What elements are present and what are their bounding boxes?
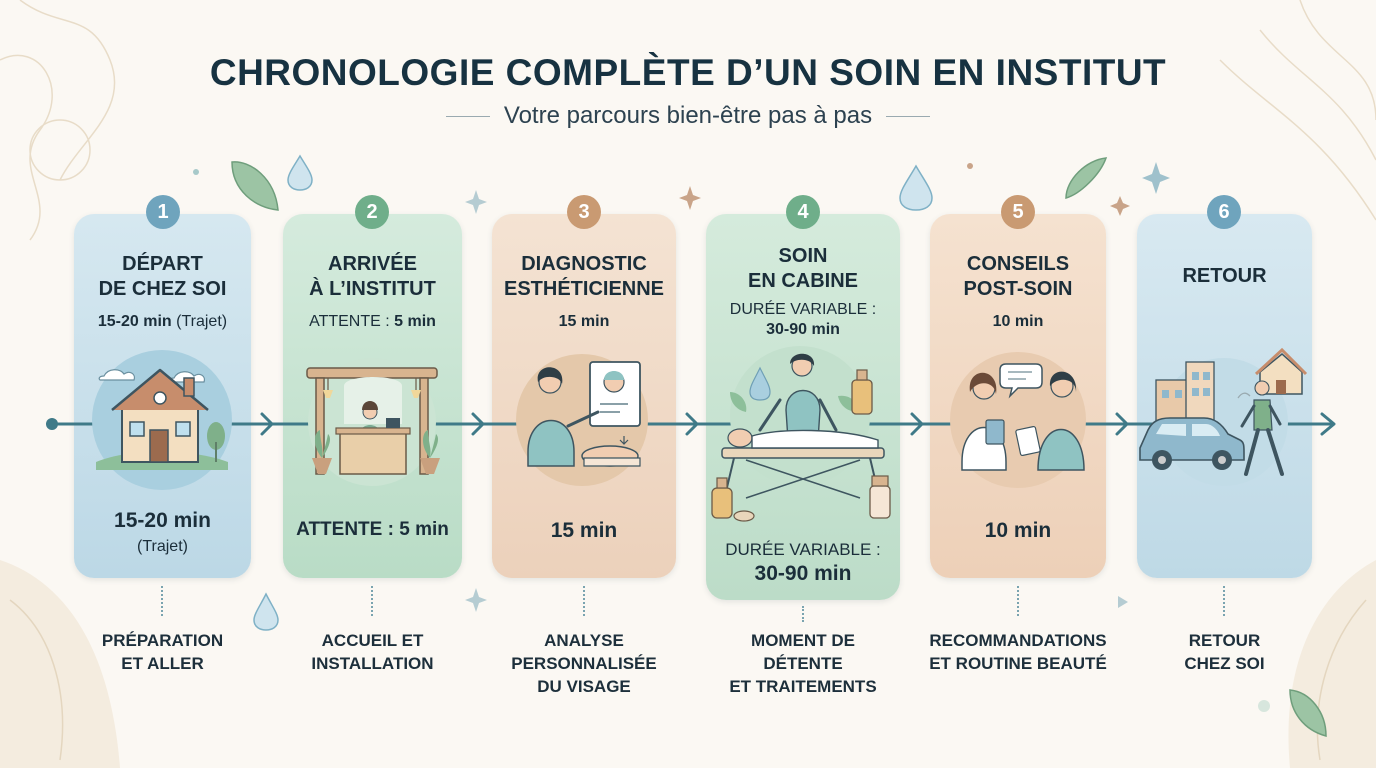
step-4-title: SOIN EN CABINE [706,244,900,294]
reception-desk-icon [306,358,440,486]
step-2-caption: ACCUEIL ET INSTALLATION [273,629,472,675]
step-6-caption-line-2: CHEZ SOI [1184,654,1265,673]
step-2-title-line-2: À L’INSTITUT [309,278,436,300]
step-2-sub-b: 5 min [394,313,436,330]
step-2-duration: ATTENTE : 5 min [283,517,462,543]
step-3-duration-big: 15 min [550,519,618,542]
step-2-duration-b: 5 min [399,519,449,540]
massage-table-icon [711,346,891,522]
step-4-sub-a: DURÉE VARIABLE : [729,301,877,318]
step-6-title: RETOUR [1137,264,1312,289]
step-6-caption: RETOUR CHEZ SOI [1127,629,1322,675]
step-1-duration-big: 15-20 min [114,509,211,532]
step-1-caption: PRÉPARATION ET ALLER [64,629,261,675]
step-5-title: CONSEILS POST-SOIN [930,252,1106,302]
timeline-arrow-5 [1115,412,1129,436]
step-2-sub: ATTENTE : 5 min [283,312,462,332]
step-5-sub-a: 10 min [992,313,1044,330]
step-5-duration-big: 10 min [984,519,1052,542]
step-badge-3: 3 [567,195,601,229]
step-1-caption-line-1: PRÉPARATION [101,631,224,650]
step-4-title-line-2: EN CABINE [747,270,858,292]
timeline-arrow-2 [471,412,485,436]
step-3-title-line-2: ESTHÉTICIENNE [503,278,665,300]
step-5-sub: 10 min [930,312,1106,332]
step-2-sub-a: ATTENTE : [309,313,390,330]
step-2-caption-line-1: ACCUEIL ET [321,631,424,650]
step-3-caption-line-1: ANALYSE [544,631,624,650]
subtitle-rule-right [886,116,931,118]
step-3-caption-line-2: PERSONNALISÉE [511,654,657,673]
step-5-caption-line-1: RECOMMANDATIONS [929,631,1107,650]
timeline-arrow-3 [685,412,699,436]
step-5-caption: RECOMMANDATIONS ET ROUTINE BEAUTÉ [912,629,1124,675]
step-1-title-line-2: DE CHEZ SOI [98,278,227,300]
step-6-caption-line-1: RETOUR [1188,631,1261,650]
step-3-title-line-1: DIAGNOSTIC [521,253,647,275]
connector-2 [371,586,373,616]
step-3-caption: ANALYSE PERSONNALISÉE DU VISAGE [484,629,684,698]
connector-5 [1017,586,1019,616]
step-5-title-line-2: POST-SOIN [963,278,1073,300]
step-4-caption-line-1: MOMENT DE [751,631,855,650]
timeline-arrow-4 [910,412,924,436]
step-1-sub-b: (Trajet) [176,313,228,330]
connector-4 [802,606,804,622]
step-3-title: DIAGNOSTIC ESTHÉTICIENNE [492,252,676,302]
timeline-start-dot [46,418,58,430]
step-5-caption-line-2: ET ROUTINE BEAUTÉ [929,654,1107,673]
timeline-arrow-1 [260,412,274,436]
step-4-title-line-1: SOIN [778,245,828,267]
page-title: CHRONOLOGIE COMPLÈTE D’UN SOIN EN INSTIT… [209,52,1167,93]
step-3-sub: 15 min [492,312,676,332]
step-1-sub: 15-20 min (Trajet) [74,312,251,332]
step-4-caption: MOMENT DE DÉTENTE ET TRAITEMENTS [700,629,906,698]
step-4-sub-b: 30-90 min [766,321,840,338]
step-badge-1: 1 [146,195,180,229]
step-4-sub: DURÉE VARIABLE : 30-90 min [706,300,900,340]
step-5-title-line-1: CONSEILS [966,253,1070,275]
step-2-duration-a: ATTENTE : [296,519,394,540]
step-2-title: ARRIVÉE À L’INSTITUT [283,252,462,302]
subtitle-text: Votre parcours bien-être pas à pas [503,102,873,129]
car-walk-home-icon [1139,347,1308,486]
step-4-caption-line-2: DÉTENTE [763,654,843,673]
timeline-arrow-end [1320,412,1336,436]
step-1-title-line-1: DÉPART [122,253,203,275]
step-4-duration-big: 30-90 min [754,562,852,585]
step-3-caption-line-3: DU VISAGE [537,677,631,696]
step-1-caption-line-2: ET ALLER [121,654,204,673]
face-analysis-icon [516,354,648,486]
step-badge-4: 4 [786,195,820,229]
subtitle-rule-left [445,116,490,118]
step-3-sub-a: 15 min [558,313,610,330]
step-4-caption-line-3: ET TRAITEMENTS [729,677,877,696]
step-1-title: DÉPART DE CHEZ SOI [74,252,251,302]
step-6-title-line-1: RETOUR [1182,265,1267,287]
step-1-duration-small: (Trajet) [137,538,188,555]
subtitle: Votre parcours bien-être pas à pas [0,102,1376,130]
step-2-caption-line-2: INSTALLATION [311,654,434,673]
connector-6 [1223,586,1225,616]
step-badge-2: 2 [355,195,389,229]
step-1-sub-a: 15-20 min [97,313,172,330]
step-badge-5: 5 [1001,195,1035,229]
step-badge-6: 6 [1207,195,1241,229]
step-4-duration-small: DURÉE VARIABLE : [725,540,881,559]
house-icon [92,350,232,490]
step-2-title-line-1: ARRIVÉE [328,253,417,275]
connector-3 [583,586,585,616]
consultation-icon [950,352,1086,488]
connector-1 [161,586,163,616]
